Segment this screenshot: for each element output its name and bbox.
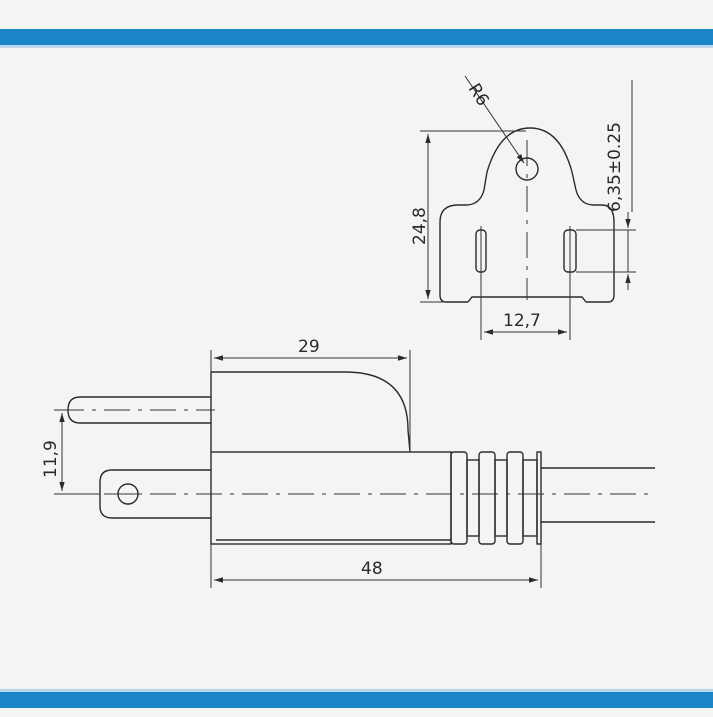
side-view: 29 11,9 48 — [41, 337, 655, 588]
bottom-band-edge — [0, 689, 713, 692]
body-length-label: 29 — [298, 337, 320, 357]
top-band-edge — [0, 45, 713, 48]
radius-label: R6 — [464, 80, 493, 110]
top-band — [0, 29, 713, 45]
offset-label: 11,9 — [41, 440, 61, 478]
plug-face-outline — [439, 127, 615, 303]
plug-body-upper — [211, 371, 411, 453]
pin-spacing-label: 12,7 — [503, 311, 541, 331]
total-length-label: 48 — [361, 559, 383, 579]
hole-dia-label: 6,35±0.25 — [605, 122, 625, 212]
plug-body-main — [210, 451, 452, 545]
strain-relief — [450, 451, 542, 545]
height-label: 24,8 — [410, 207, 430, 245]
front-view: R6 24,8 12,7 6,35±0.25 — [410, 75, 636, 340]
bottom-band — [0, 692, 713, 708]
